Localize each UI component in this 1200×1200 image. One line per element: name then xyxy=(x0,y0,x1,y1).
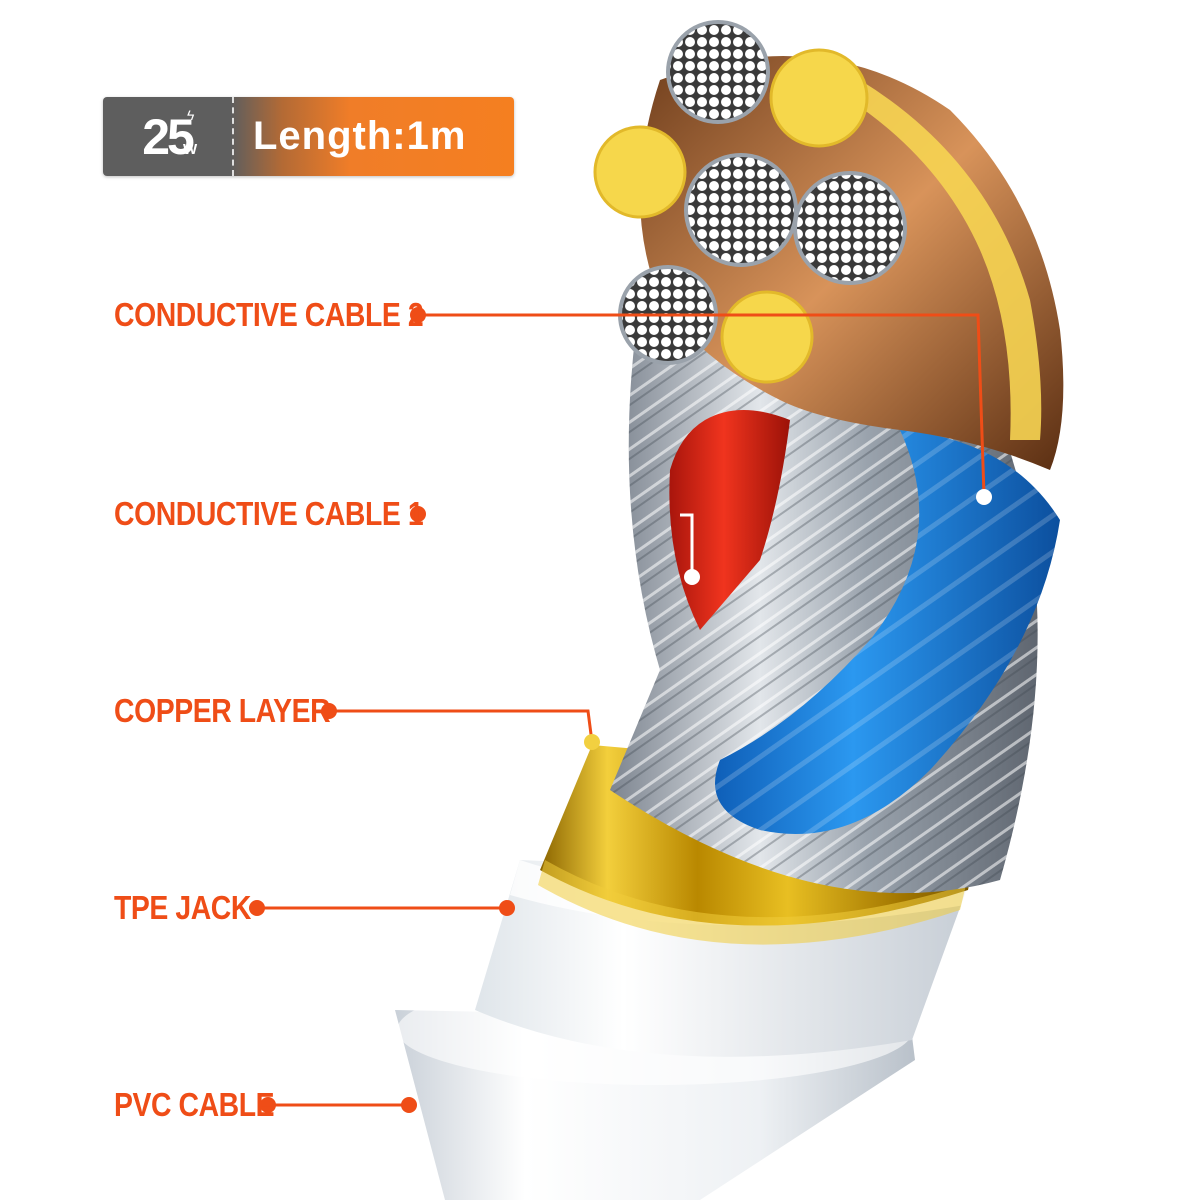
length-text: Length:1m xyxy=(253,114,467,158)
dot-pvc-end xyxy=(401,1097,417,1113)
label-copper-layer: COPPER LAYER xyxy=(114,692,331,729)
power-rating: 25 ϟ W xyxy=(103,97,231,176)
yellow-conductor-ends xyxy=(593,48,869,384)
spec-badge: 25 ϟ W Length:1m xyxy=(103,97,514,176)
dot-cable2-end xyxy=(976,489,992,505)
leader-conductive-cable-2 xyxy=(418,313,986,496)
dot-cable2-start xyxy=(410,307,426,323)
label-conductive-cable-2: CONDUCTIVE CABLE 2 xyxy=(114,296,424,333)
dot-tpe-end xyxy=(499,900,515,916)
leader-copper-layer xyxy=(329,709,594,743)
dot-copper-start xyxy=(321,703,337,719)
leader-dots xyxy=(249,307,992,1113)
dot-tpe-start xyxy=(249,900,265,916)
dot-copper-end xyxy=(584,734,600,750)
dot-cable1-end xyxy=(684,569,700,585)
dot-cable1-start xyxy=(410,506,426,522)
blue-insulated-wire xyxy=(715,430,1060,834)
label-conductive-cable-1: CONDUCTIVE CABLE 1 xyxy=(114,495,424,532)
label-pvc-cable: PVC CABLE xyxy=(114,1086,275,1123)
length-spec: Length:1m xyxy=(231,97,514,176)
conductor-strand-bundles xyxy=(618,20,907,365)
power-unit: W xyxy=(183,141,198,158)
leader-conductive-cable-1 xyxy=(680,513,694,575)
label-tpe-jack: TPE JACK xyxy=(114,889,251,926)
lightning-bolt-icon: ϟ xyxy=(187,107,195,123)
badge-divider xyxy=(232,97,234,176)
dot-pvc-start xyxy=(260,1097,276,1113)
label-leader-lines xyxy=(257,313,986,1107)
power-value: 25 xyxy=(142,108,195,165)
